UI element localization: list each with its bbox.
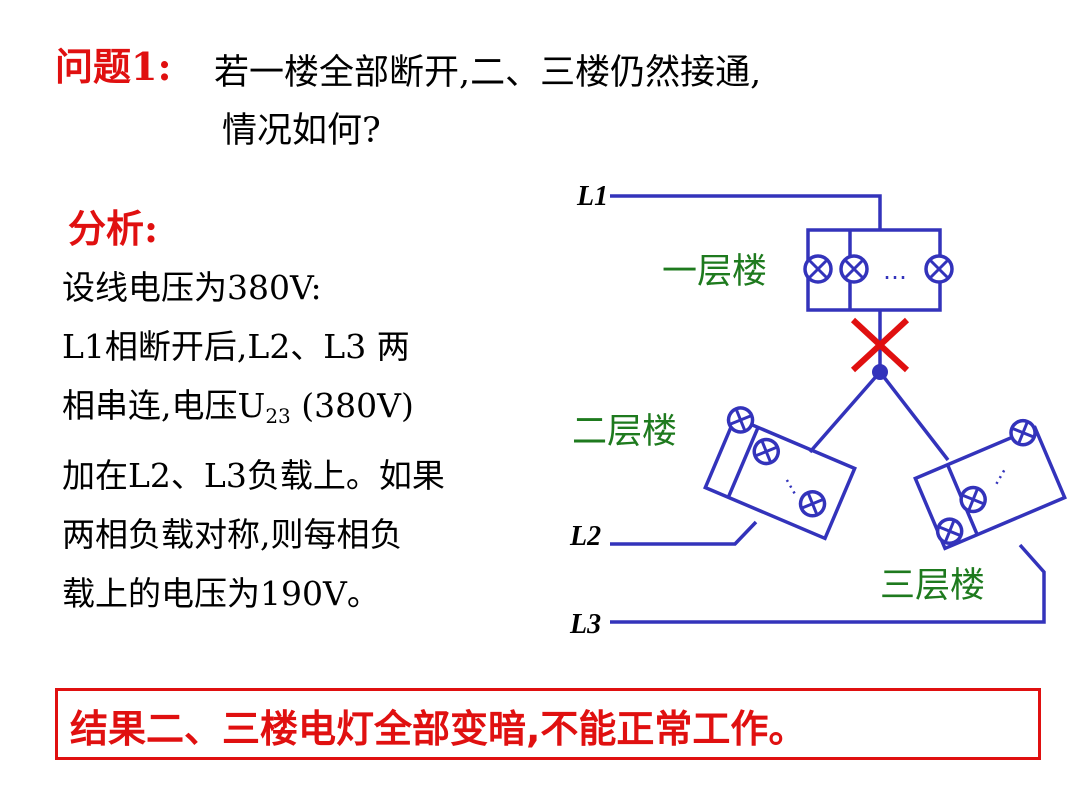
analysis-line: 载上的电压为190V。	[62, 574, 380, 613]
neutral-point	[872, 364, 888, 380]
neutral-to-floor3	[878, 370, 950, 462]
voltage-subscript: 23	[265, 404, 291, 428]
question-label: 问题1:	[55, 44, 172, 89]
neutral-to-floor2	[808, 370, 882, 454]
analysis-label: 分析:	[68, 206, 159, 251]
lamp-ellipsis: …	[883, 257, 907, 285]
lamp-icon	[924, 254, 954, 284]
question-text-line2: 情况如何?	[222, 111, 381, 151]
question-text-line1: 若一楼全部断开,二、三楼仍然接通,	[214, 53, 762, 93]
result-box	[55, 688, 1041, 760]
analysis-line: 加在L2、L3负载上。如果	[62, 456, 445, 495]
floor-label-3: 三层楼	[880, 566, 985, 606]
lamp-ellipsis: …	[980, 460, 1011, 489]
wire-l3	[610, 543, 1046, 624]
analysis-line: 设线电压为380V:	[62, 268, 322, 307]
analysis-line: L1相断开后,L2、L3 两	[62, 327, 410, 366]
analysis-line: 两相负载对称,则每相负	[62, 515, 403, 554]
floor2-lamp-bank	[703, 406, 857, 541]
wire-l2	[610, 520, 758, 546]
phase-label-l1: L1	[576, 181, 608, 212]
floor3-lamp-bank	[913, 418, 1067, 551]
lamp-icon	[803, 254, 833, 284]
floor-label-1: 一层楼	[662, 252, 767, 292]
analysis-line: 相串连,电压U23 (380V)	[62, 376, 532, 446]
phase-label-l2: L2	[569, 521, 601, 552]
analysis-text: 设线电压为380V: L1相断开后,L2、L3 两 相串连,电压U23 (380…	[62, 258, 532, 623]
result-text: 结果二、三楼电灯全部变暗,不能正常工作。	[70, 707, 807, 751]
wire-l1	[610, 194, 882, 230]
analysis-line-part: (380V)	[290, 386, 414, 425]
floor-label-2: 二层楼	[572, 412, 677, 452]
break-mark	[850, 317, 910, 373]
analysis-line-part: 相串连,电压U	[62, 386, 266, 425]
phase-label-l3: L3	[569, 609, 601, 640]
lamp-icon	[839, 254, 869, 284]
